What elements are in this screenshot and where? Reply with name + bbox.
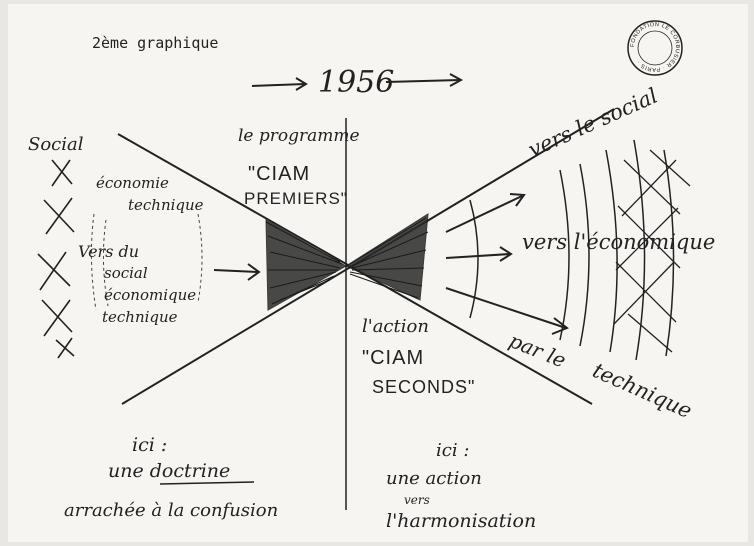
label-economique-2: économique	[104, 286, 197, 304]
label-vers-economique: vers l'économique	[522, 230, 716, 254]
label-technique-2: technique	[102, 308, 178, 326]
label-ciam-seconds-1: "CIAM	[362, 347, 425, 369]
stamp-text: FONDATION LE CORBUSIER · PARIS ·	[630, 22, 680, 72]
year-label: 1956	[318, 65, 395, 100]
label-ici-left: ici :	[132, 434, 168, 456]
right-wave-lines	[469, 139, 675, 361]
label-ici-right: ici :	[436, 440, 470, 461]
label-programme: le programme	[238, 126, 360, 146]
svg-text:FONDATION LE CORBUSIER · PARIS: FONDATION LE CORBUSIER · PARIS ·	[630, 22, 680, 72]
label-laction: l'action	[362, 316, 429, 337]
label-vers-du: Vers du	[78, 242, 140, 261]
hatched-center-right	[344, 213, 429, 301]
label-technique-left: technique	[128, 196, 204, 214]
label-ciam-premiers-2: PREMIERS"	[244, 189, 348, 208]
hatched-center-left	[265, 219, 348, 311]
header-arrow-left-shaft	[251, 83, 306, 87]
label-vers: vers	[404, 493, 430, 507]
label-social: Social	[28, 134, 84, 155]
right-hatching	[613, 149, 691, 353]
label-une-doctrine: une doctrine	[108, 460, 231, 482]
label-arrachee: arrachée à la confusion	[64, 500, 279, 521]
label-une-action: une action	[386, 468, 482, 489]
left-curves	[90, 213, 203, 311]
label-harmonisation: l'harmonisation	[386, 510, 537, 532]
label-economie: économie	[96, 174, 169, 192]
archive-stamp-text: FONDATION LE CORBUSIER · PARIS ·	[630, 22, 680, 72]
diagram-label: 2ème graphique	[92, 34, 219, 52]
header-arrows	[251, 73, 464, 91]
left-hatching	[37, 159, 75, 359]
label-ciam-premiers-1: "CIAM	[248, 163, 311, 185]
label-ciam-seconds-2: SECONDS"	[372, 377, 476, 397]
label-social-2: social	[104, 264, 148, 282]
doctrine-underline	[159, 481, 255, 485]
archive-stamp	[627, 20, 683, 76]
arrow-into-center	[213, 263, 261, 281]
